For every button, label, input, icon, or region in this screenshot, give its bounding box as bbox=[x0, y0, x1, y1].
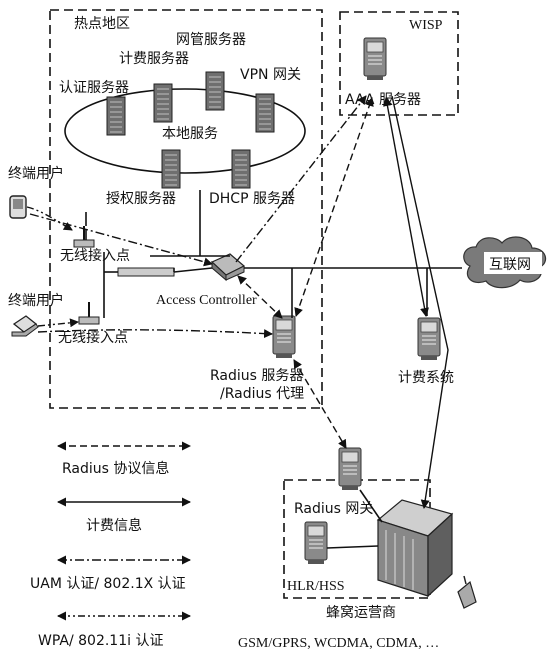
internet-label: 互联网 bbox=[489, 257, 531, 273]
legend: Radius 协议信息 计费信息 UAM 认证/ 802.1X 认证 WPA/ … bbox=[30, 446, 190, 649]
legend-wpa-label: WPA/ 802.11i 认证 bbox=[38, 633, 163, 649]
auth-server-label: 认证服务器 bbox=[59, 80, 129, 96]
authz-server-icon bbox=[162, 150, 180, 188]
access-point-1-label: 无线接入点 bbox=[60, 247, 130, 264]
billing-server-label: 计费服务器 bbox=[119, 51, 189, 67]
end-user-1-label: 终端用户 bbox=[8, 165, 64, 182]
network-wires bbox=[86, 190, 462, 318]
aaa-server-label: AAA 服务器 bbox=[345, 92, 421, 108]
billing-server-icon bbox=[154, 84, 172, 122]
access-controller-label: Access Controller bbox=[156, 293, 257, 308]
switch-icon bbox=[118, 268, 174, 276]
dhcp-server-icon bbox=[232, 150, 250, 188]
pda-icon bbox=[10, 196, 26, 218]
local-services-label: 本地服务 bbox=[162, 126, 218, 142]
radius-gateway-icon bbox=[339, 448, 361, 490]
billing-system-label: 计费系统 bbox=[398, 370, 454, 386]
legend-billing-label: 计费信息 bbox=[86, 517, 142, 534]
hotspot-title: 热点地区 bbox=[74, 16, 130, 32]
wisp-title: WISP bbox=[409, 18, 443, 33]
auth-server-icon bbox=[107, 97, 125, 135]
vpn-gateway-icon bbox=[256, 94, 274, 132]
access-point-2-icon bbox=[79, 302, 99, 324]
cellular-operator-label: 蜂窝运营商 bbox=[326, 604, 396, 621]
radius-server-label-line2: /Radius 代理 bbox=[220, 386, 304, 402]
radius-gateway-label: Radius 网关 bbox=[294, 501, 373, 517]
vpn-gateway-label: VPN 网关 bbox=[240, 67, 301, 83]
end-user-2-label: 终端用户 bbox=[8, 292, 64, 309]
aaa-server-icon bbox=[364, 38, 386, 80]
legend-radius-label: Radius 协议信息 bbox=[62, 460, 169, 477]
nms-server-label: 网管服务器 bbox=[176, 32, 246, 48]
dhcp-server-label: DHCP 服务器 bbox=[209, 191, 295, 207]
cellular-networks-label: GSM/GPRS, WCDMA, CDMA, … bbox=[238, 636, 439, 651]
radius-server-label-line1: Radius 服务器 bbox=[210, 368, 303, 384]
authz-server-label: 授权服务器 bbox=[106, 191, 176, 207]
legend-uam-label: UAM 认证/ 802.1X 认证 bbox=[30, 576, 186, 592]
mainframe-icon bbox=[378, 500, 452, 596]
hlr-server-icon bbox=[305, 522, 327, 564]
laptop-icon bbox=[12, 316, 38, 336]
nms-server-icon bbox=[206, 72, 224, 110]
billing-system-icon bbox=[418, 318, 440, 360]
hlr-label: HLR/HSS bbox=[287, 579, 345, 594]
radius-server-icon bbox=[273, 316, 295, 358]
mobile-phone-icon bbox=[458, 576, 476, 608]
access-point-2-label: 无线接入点 bbox=[58, 329, 128, 346]
